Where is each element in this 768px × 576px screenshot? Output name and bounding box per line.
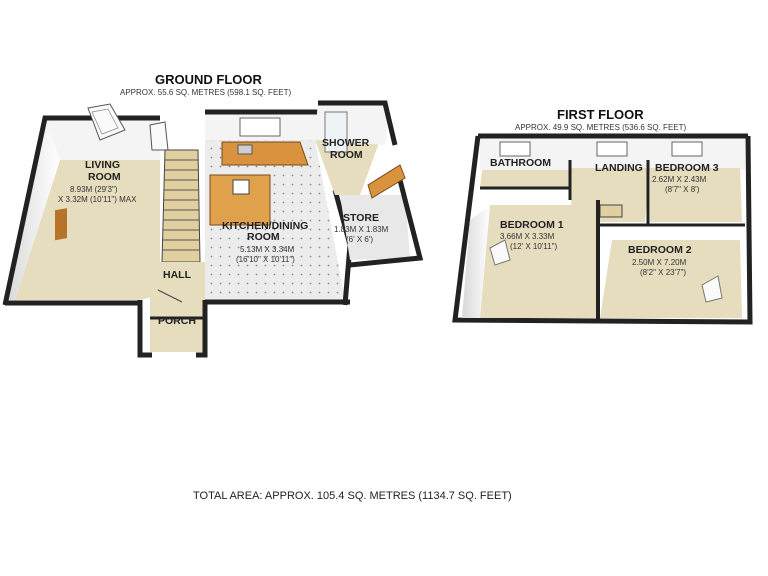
living-room-dim-2: X 3.32M (10'11") MAX bbox=[58, 195, 137, 204]
living-room-left-wall bbox=[5, 118, 60, 300]
bedroom-1-dim-1: 3.66M X 3.33M bbox=[500, 232, 555, 241]
store-floor bbox=[340, 195, 410, 260]
shower-room-label-2: ROOM bbox=[330, 149, 363, 161]
kitchen-dining-dim-1: 5.13M X 3.34M bbox=[240, 245, 295, 254]
porch-label: PORCH bbox=[158, 315, 196, 327]
shower-tray bbox=[324, 111, 348, 153]
shower-room-floor bbox=[315, 140, 380, 195]
hob bbox=[232, 179, 250, 195]
living-window-2 bbox=[149, 121, 169, 151]
bedroom-2-label: BEDROOM 2 bbox=[628, 244, 692, 256]
bathroom-floor bbox=[480, 170, 572, 188]
ground-floor-area: APPROX. 55.6 SQ. METRES (598.1 SQ. FEET) bbox=[120, 88, 292, 97]
shower-room-label: SHOWER bbox=[322, 137, 370, 149]
first-floor-area: APPROX. 49.9 SQ. METRES (536.6 SQ. FEET) bbox=[515, 123, 687, 132]
landing-label: LANDING bbox=[595, 162, 643, 174]
living-window bbox=[87, 103, 126, 141]
bedroom-2-dim-2: (8'2" X 23'7") bbox=[640, 268, 687, 277]
ground-stairs bbox=[161, 149, 201, 263]
store-dim-1: 1.83M X 1.83M bbox=[334, 225, 389, 234]
kitchen-dining-dim-2: (16'10" X 10'11") bbox=[236, 255, 295, 264]
store-label: STORE bbox=[343, 212, 379, 224]
bedroom-3-floor bbox=[650, 168, 742, 222]
bedroom-1-label: BEDROOM 1 bbox=[500, 219, 564, 231]
store-dim-2: (6' X 6') bbox=[346, 235, 374, 244]
bedroom-2-dim-1: 2.50M X 7.20M bbox=[632, 258, 687, 267]
bedroom-3-dim-2: (8'7" X 8') bbox=[665, 185, 700, 194]
first-floor-plan bbox=[452, 133, 753, 325]
ground-floor-title: GROUND FLOOR bbox=[155, 72, 262, 87]
landing-stairs bbox=[599, 204, 623, 218]
hall-label: HALL bbox=[163, 269, 191, 281]
kitchen-window bbox=[239, 117, 281, 137]
sink bbox=[237, 144, 253, 155]
living-room-dim-1: 8.93M (29'3") bbox=[70, 185, 118, 194]
first-floor-title: FIRST FLOOR bbox=[557, 107, 644, 122]
bathroom-label: BATHROOM bbox=[490, 157, 552, 169]
hall-floor bbox=[150, 262, 205, 298]
bedroom-3-label: BEDROOM 3 bbox=[655, 162, 719, 174]
worktop bbox=[221, 141, 309, 166]
total-area: TOTAL AREA: APPROX. 105.4 SQ. METRES (11… bbox=[193, 490, 512, 502]
bedroom-1-dim-2: (12' X 10'11") bbox=[510, 242, 558, 251]
bedroom-3-dim-1: 2.62M X 2.43M bbox=[652, 175, 707, 184]
fireplace bbox=[55, 208, 67, 241]
kitchen-dining-label-2: ROOM bbox=[247, 231, 280, 243]
living-room-label: LIVING bbox=[85, 159, 121, 171]
porch-floor bbox=[150, 298, 205, 352]
store-door bbox=[367, 164, 406, 199]
living-room-floor bbox=[15, 160, 160, 300]
ground-floor-plan bbox=[2, 100, 424, 358]
kitchen-dining-label: KITCHEN/DINING bbox=[222, 220, 309, 232]
bedroom-1-floor bbox=[480, 205, 598, 318]
living-room-label-2: ROOM bbox=[88, 171, 121, 183]
